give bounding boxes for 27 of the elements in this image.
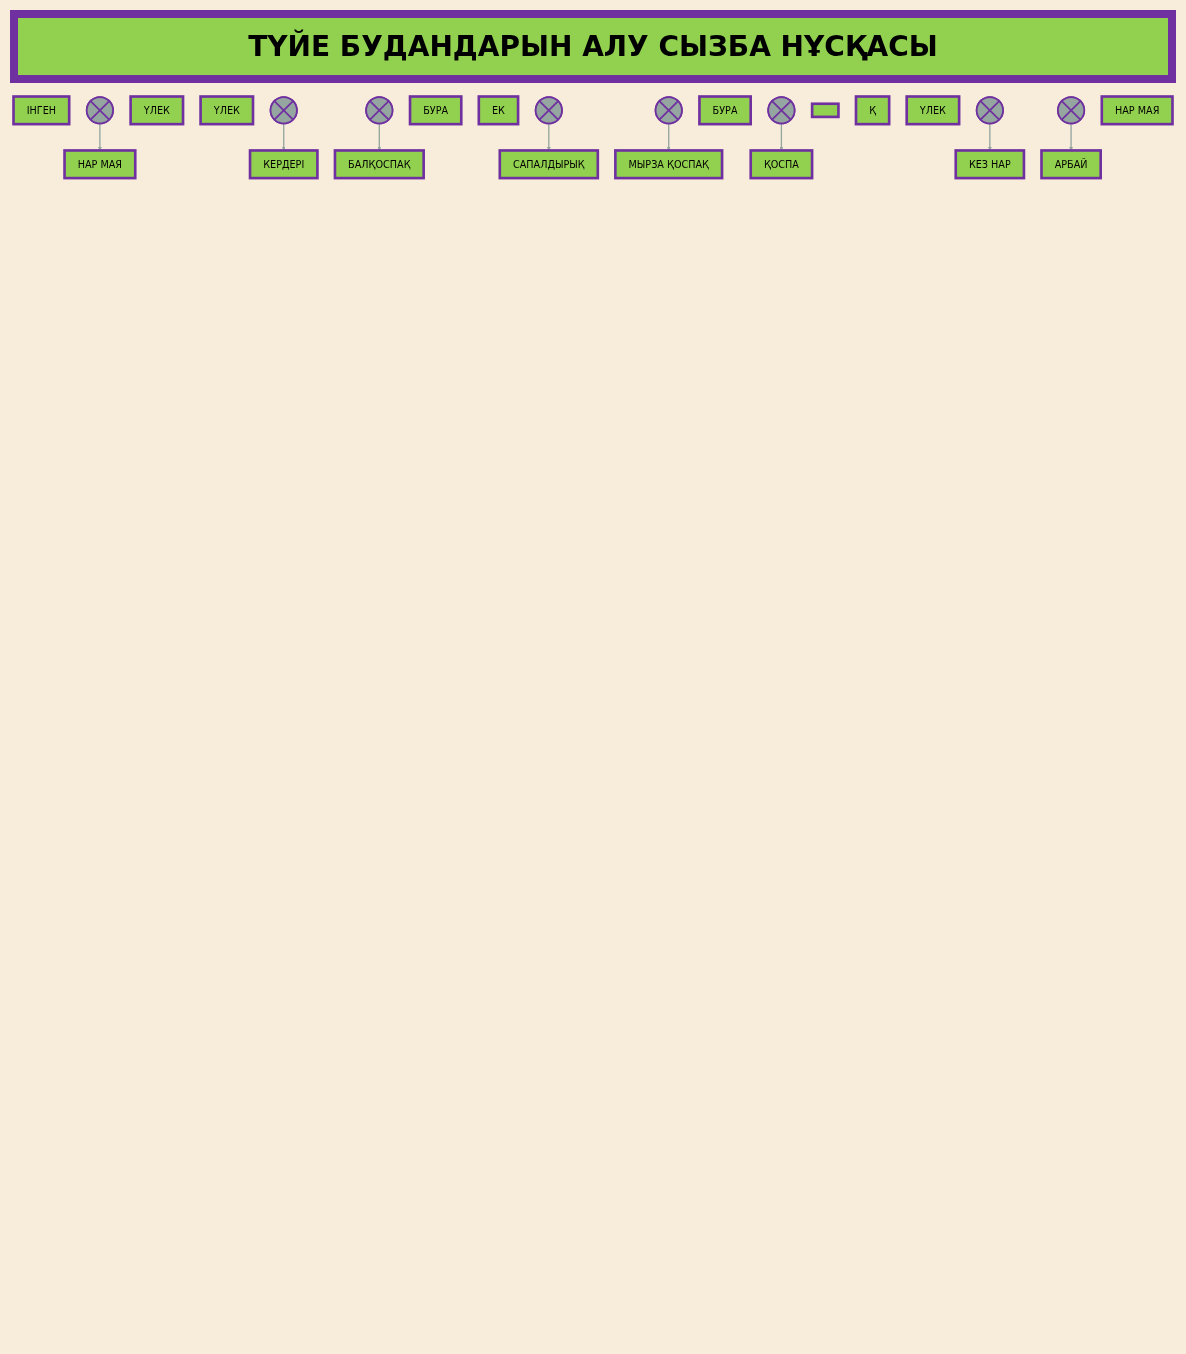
arrow xyxy=(666,122,671,151)
node-box: КЕРДЕРІ xyxy=(248,149,319,180)
node-box: ЕК xyxy=(477,95,520,126)
arrow xyxy=(546,122,551,151)
node-box: БУРА xyxy=(408,95,463,126)
node-box: ҚОСПА xyxy=(749,149,814,180)
node-box: НАР МАЯ xyxy=(1100,95,1174,126)
arrow xyxy=(377,122,382,151)
node-box: САПАЛДЫРЫҚ xyxy=(498,149,600,180)
arrow xyxy=(281,122,286,151)
arrow xyxy=(97,122,102,151)
node-box: БУРА xyxy=(698,95,752,126)
arrow xyxy=(1069,122,1073,151)
title-banner: ТҮЙЕ БУДАНДАРЫН АЛУ СЫЗБА НҰСҚАСЫ xyxy=(10,10,1176,83)
node-box: ҮЛЕК xyxy=(199,95,255,126)
arrow xyxy=(987,122,992,151)
node-box: ҮЛЕК xyxy=(129,95,185,126)
node-box: Қ xyxy=(854,95,891,126)
node-box: АРБАЙ xyxy=(1040,149,1102,180)
node-box: ҮЛЕК xyxy=(905,95,961,126)
node-box: БАЛҚОСПАҚ xyxy=(333,149,425,180)
node-box: КЕЗ НАР xyxy=(954,149,1026,180)
node-box: НАР МАЯ xyxy=(63,149,137,180)
node-box xyxy=(810,102,840,119)
arrow xyxy=(779,122,784,151)
node-box: МЫРЗА ҚОСПАҚ xyxy=(614,149,724,180)
node-box: ІНГЕН xyxy=(12,95,71,126)
